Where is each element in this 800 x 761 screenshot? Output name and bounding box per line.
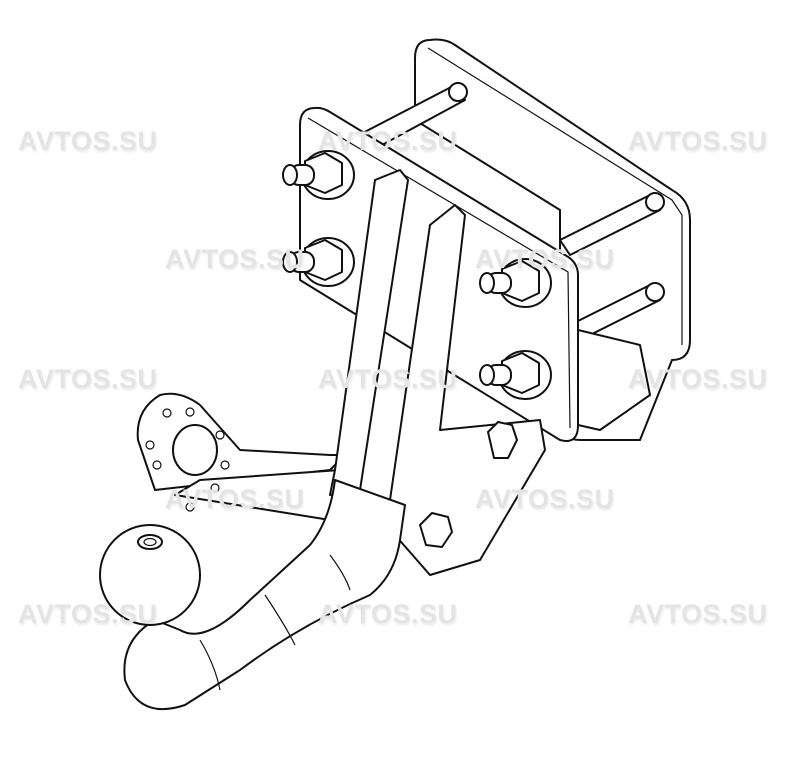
socket-hole: [172, 424, 218, 476]
nut-upper-right: [479, 258, 552, 308]
nut-lower-right: [479, 350, 552, 400]
tow-hook-neck: [123, 479, 406, 711]
bracket-bolt: [487, 421, 518, 459]
bracket-bolt-lower: [419, 512, 453, 548]
tow-ball: [99, 524, 201, 626]
socket-bolt-holes: [145, 407, 230, 512]
nut-upper-left: [282, 150, 355, 200]
nuts: [282, 150, 552, 400]
nut-lower-left: [282, 237, 355, 287]
